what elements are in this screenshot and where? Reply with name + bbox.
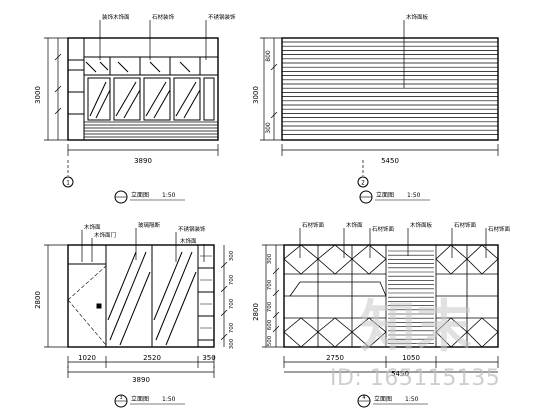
br-dim-w1: 2750 — [326, 354, 344, 362]
tl-base-stripes — [84, 121, 218, 138]
bl-callout-leaders — [81, 228, 205, 262]
tr-callout-1: 木饰面板 — [406, 13, 429, 21]
bl-dim-height: 2800 — [34, 291, 42, 309]
br-callout-3: 石材饰面 — [372, 225, 395, 233]
bl-callout-5: 木饰面 — [180, 237, 197, 245]
tl-dim-height: 3000 — [34, 86, 42, 104]
br-dim-total: 5450 — [391, 370, 409, 378]
bl-dim-r4: 700 — [229, 322, 235, 333]
tl-caption-note: 1:50 — [162, 192, 176, 199]
bl-door — [67, 263, 107, 348]
tl-callout-2: 石材装饰 — [152, 13, 175, 21]
tr-drawing-title: 立面图 1:50 — [359, 190, 430, 204]
br-callout-leaders — [299, 228, 487, 258]
br-callout-1: 石材饰面 — [302, 221, 325, 229]
tl-outline — [67, 37, 219, 141]
br-dim-l5: 500 — [267, 335, 273, 346]
tr-caption: 立面图 — [376, 191, 394, 199]
br-dim-l3: 700 — [267, 301, 273, 312]
br-caption-note: 1:50 — [405, 396, 419, 403]
elevation-top-left — [44, 20, 219, 176]
bl-drawing-title: 3 立面图 1:50 — [114, 394, 185, 408]
br-callout-4: 木饰面板 — [410, 221, 433, 229]
bl-glass-partitions — [105, 244, 199, 348]
tl-callout-3: 不锈钢装饰 — [208, 13, 236, 21]
br-marker-number: 4 — [362, 395, 365, 401]
br-callout-2: 木饰面 — [346, 221, 363, 229]
bl-callout-3: 玻璃隔断 — [138, 221, 161, 229]
bl-dim-r3: 700 — [229, 298, 235, 309]
bl-dim-w2: 2520 — [143, 354, 161, 362]
tl-marker-number: 1 — [66, 180, 70, 187]
bl-dim-w1: 1020 — [78, 354, 96, 362]
tl-section-marker: 1 — [62, 176, 74, 188]
tr-dimension-lines — [260, 37, 499, 176]
tr-dim-height: 3000 — [252, 86, 260, 104]
bl-caption: 立面图 — [131, 395, 149, 403]
bl-callout-2: 木饰面门 — [94, 231, 116, 239]
br-dim-l1: 300 — [267, 253, 273, 264]
drawing-labels: 装饰木饰面 石材装饰 不锈钢装饰 3000 3890 木饰面板 800 3000… — [34, 13, 511, 384]
br-right-diamond-panels — [435, 244, 499, 348]
br-left-diamond-panels — [283, 244, 387, 348]
tr-outline — [281, 37, 499, 141]
tr-caption-note: 1:50 — [407, 192, 421, 199]
br-dim-l4: 600 — [267, 319, 273, 330]
tr-dim-width: 5450 — [381, 157, 399, 165]
bl-dim-total: 3890 — [132, 376, 150, 384]
bl-dim-w3: 350 — [202, 354, 215, 362]
tr-horizontal-panels — [282, 41, 498, 135]
br-middle-panel — [388, 250, 434, 344]
tl-caption: 立面图 — [131, 191, 149, 199]
tl-callout-leaders — [99, 20, 207, 60]
br-caption: 立面图 — [374, 395, 392, 403]
bl-dimension-lines — [44, 244, 228, 378]
elevation-bottom-right — [262, 228, 499, 373]
tl-dim-width: 3890 — [134, 157, 152, 165]
elevation-top-right — [260, 20, 499, 176]
tr-marker-number: 2 — [361, 180, 365, 187]
br-callout-6: 石材饰面 — [488, 225, 511, 233]
bl-dim-r1: 300 — [229, 250, 235, 261]
elevation-bottom-left — [44, 228, 228, 378]
bl-dim-r5: 300 — [229, 338, 235, 349]
bl-outline — [67, 244, 215, 348]
tl-glass-panels — [85, 61, 215, 121]
br-callout-5: 石材饰面 — [454, 221, 477, 229]
bl-right-cabinet — [197, 244, 215, 348]
tr-dim-1: 800 — [265, 50, 272, 62]
bl-dim-r2: 700 — [229, 274, 235, 285]
tr-section-marker: 2 — [357, 176, 369, 188]
br-dim-w2: 1050 — [402, 354, 420, 362]
bl-callout-4: 不锈钢装饰 — [178, 225, 206, 233]
br-dim-height: 2800 — [252, 303, 260, 321]
tl-drawing-title: 立面图 1:50 — [114, 190, 185, 204]
tl-callout-1: 装饰木饰面 — [102, 13, 130, 21]
bl-callout-1: 木饰面 — [84, 223, 101, 231]
bl-marker-number: 3 — [119, 395, 122, 401]
br-drawing-title: 4 立面图 1:50 — [357, 394, 428, 408]
tr-dim-3: 300 — [265, 122, 272, 134]
bl-caption-note: 1:50 — [162, 396, 176, 403]
tl-dimension-lines — [44, 37, 219, 176]
br-dim-l2: 700 — [267, 279, 273, 290]
br-dimension-lines — [262, 244, 499, 373]
